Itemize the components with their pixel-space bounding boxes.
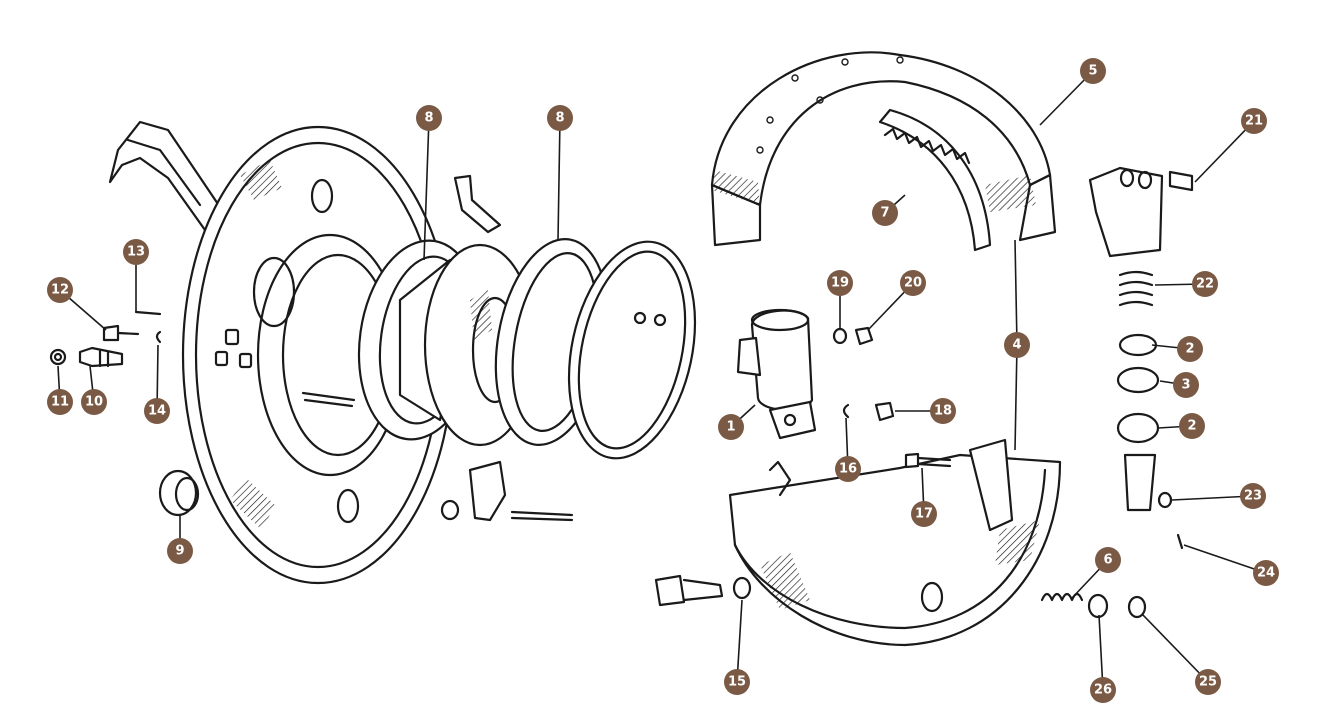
svg-text:8: 8 [555, 111, 564, 126]
callout-7: 7 [872, 200, 898, 226]
wheel-cylinder-upper [1088, 166, 1194, 307]
svg-text:11: 11 [51, 395, 69, 410]
return-spring-upper [883, 127, 971, 165]
callout-6: 6 [1095, 547, 1121, 573]
callout-4: 4 [1004, 332, 1030, 358]
svg-text:6: 6 [1103, 553, 1112, 568]
callout-21: 21 [1241, 108, 1267, 134]
callout-11: 11 [47, 389, 73, 415]
svg-text:15: 15 [728, 675, 746, 690]
callout-12: 12 [47, 277, 73, 303]
svg-text:8: 8 [424, 111, 433, 126]
svg-text:9: 9 [175, 544, 184, 559]
callout-22: 22 [1192, 271, 1218, 297]
svg-text:20: 20 [904, 276, 922, 291]
wheel-cylinder-lower [736, 308, 817, 440]
svg-text:5: 5 [1088, 64, 1097, 79]
callout-16: 16 [835, 456, 861, 482]
callout-17: 17 [911, 501, 937, 527]
svg-text:21: 21 [1245, 114, 1263, 129]
callout-10: 10 [81, 389, 107, 415]
callout-2-upper: 2 [1177, 336, 1203, 362]
callout-25: 25 [1195, 669, 1221, 695]
brake-shoe-lower [728, 438, 1062, 647]
anchor-bolt [654, 574, 752, 607]
callout-15: 15 [724, 669, 750, 695]
svg-text:23: 23 [1244, 489, 1262, 504]
adjuster-spring-and-nuts [1040, 592, 1147, 619]
brake-lever-bracket [440, 174, 574, 522]
cylinder-fittings [832, 326, 952, 469]
dust-cover-ring [567, 240, 697, 460]
callout-18: 18 [930, 398, 956, 424]
svg-text:7: 7 [880, 206, 889, 221]
svg-text:17: 17 [915, 507, 933, 522]
callout-20: 20 [900, 270, 926, 296]
svg-text:3: 3 [1181, 378, 1190, 393]
callout-23: 23 [1240, 483, 1266, 509]
svg-text:4: 4 [1012, 338, 1021, 353]
svg-text:10: 10 [85, 395, 103, 410]
callout-26: 26 [1090, 677, 1116, 703]
callout-2-lower: 2 [1179, 413, 1205, 439]
svg-text:2: 2 [1187, 419, 1196, 434]
callout-13: 13 [123, 239, 149, 265]
svg-text:12: 12 [51, 283, 69, 298]
svg-text:25: 25 [1199, 675, 1217, 690]
callout-14: 14 [144, 398, 170, 424]
svg-text:26: 26 [1094, 683, 1112, 698]
callout-1: 1 [718, 414, 744, 440]
callout-9: 9 [167, 538, 193, 564]
svg-text:18: 18 [934, 404, 952, 419]
svg-text:2: 2 [1185, 342, 1194, 357]
svg-text:14: 14 [148, 404, 166, 419]
grommet-part [158, 469, 200, 517]
svg-text:16: 16 [839, 462, 857, 477]
callout-8-right: 8 [547, 105, 573, 131]
callout-8-left: 8 [416, 105, 442, 131]
svg-text:24: 24 [1257, 566, 1275, 581]
callout-24: 24 [1253, 560, 1279, 586]
callout-5: 5 [1080, 58, 1106, 84]
piston-parts [1116, 333, 1184, 550]
callout-19: 19 [827, 270, 853, 296]
callout-3: 3 [1173, 372, 1199, 398]
svg-text:19: 19 [831, 276, 849, 291]
svg-text:22: 22 [1196, 277, 1214, 292]
svg-text:1: 1 [726, 420, 735, 435]
bleed-screw-parts [49, 310, 162, 368]
svg-text:13: 13 [127, 245, 145, 260]
